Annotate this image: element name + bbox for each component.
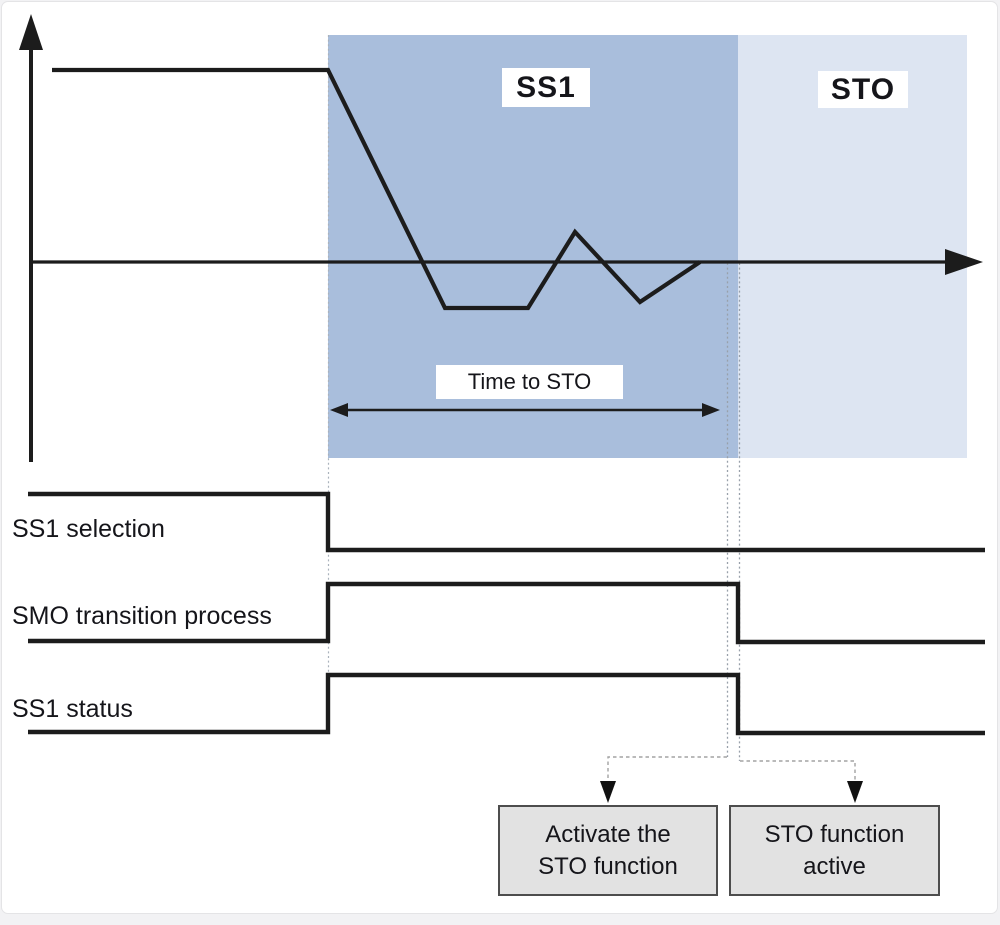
x-axis-arrowhead-icon	[945, 249, 983, 275]
signal-trace-ss1-selection	[28, 491, 985, 553]
signal-label-ss1-status: SS1 status	[12, 695, 133, 723]
callout-sto-function-active: STO function active	[729, 805, 940, 896]
signal-label-smo-transition-process: SMO transition process	[12, 602, 272, 630]
speed-curve	[52, 67, 702, 311]
connector-sto-active-arrowhead-icon	[847, 781, 863, 803]
y-axis-arrowhead-icon	[19, 14, 43, 50]
signal-trace-smo-transition	[28, 581, 985, 645]
callout-activate-sto-function-text: Activate the STO function	[538, 820, 678, 880]
sto-phase-label: STO	[818, 71, 908, 108]
ss1-phase-label: SS1	[502, 68, 590, 107]
time-to-sto-arrowhead-left-icon	[330, 403, 348, 417]
signal-label-ss1-selection: SS1 selection	[12, 515, 165, 543]
connector-sto-active	[740, 760, 856, 781]
connector-activate-sto	[607, 756, 727, 781]
callout-activate-sto-function: Activate the STO function	[498, 805, 718, 896]
time-to-sto-label: Time to STO	[436, 365, 623, 399]
time-to-sto-arrowhead-right-icon	[702, 403, 720, 417]
callout-sto-function-active-text: STO function active	[764, 820, 905, 880]
signal-trace-ss1-status	[28, 672, 985, 736]
connector-activate-arrowhead-icon	[600, 781, 616, 803]
